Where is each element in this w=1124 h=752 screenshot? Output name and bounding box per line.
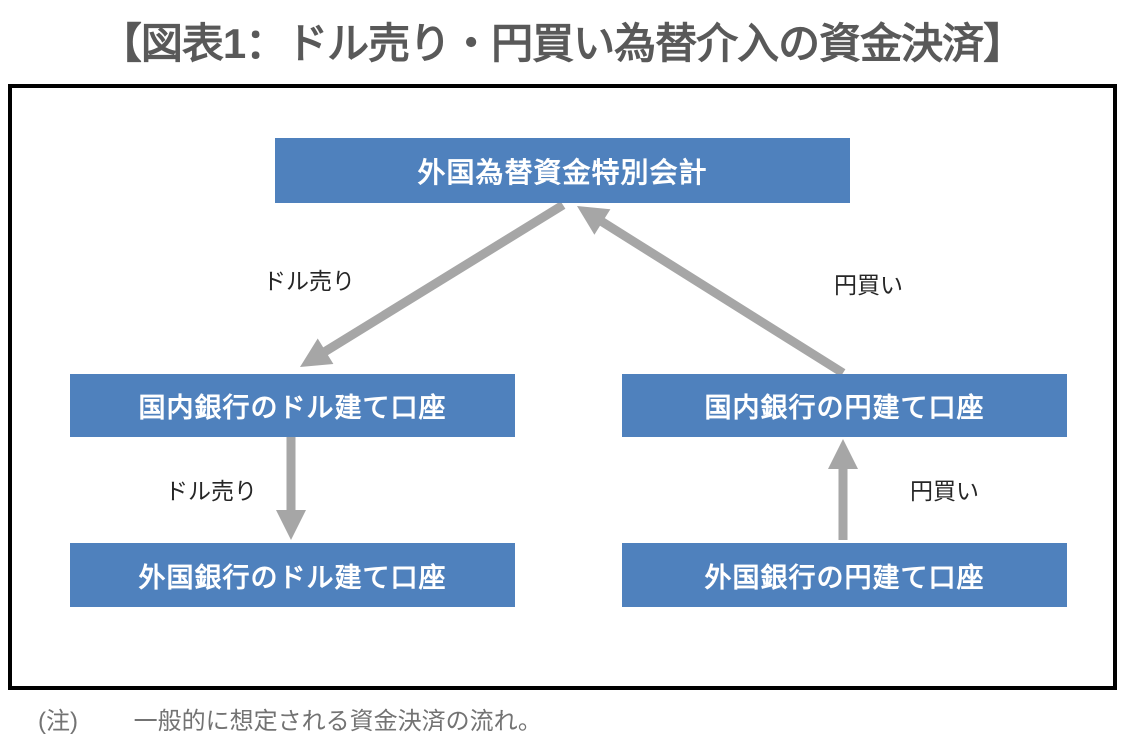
page-title: 【図表1：ドル売り・円買い為替介入の資金決済】 xyxy=(99,20,1025,67)
node-special-account: 外国為替資金特別会計 xyxy=(275,138,850,203)
footnote-label: (注) xyxy=(38,708,78,735)
edge-label-dollar-sell-upper: ドル売り xyxy=(263,268,355,294)
edge-label-yen-buy-lower: 円買い xyxy=(910,478,979,504)
node-foreign-bank-dollar-account: 外国銀行のドル建て口座 xyxy=(70,543,515,607)
node-domestic-bank-dollar-account: 国内銀行のドル建て口座 xyxy=(70,374,515,437)
footnote-text: 一般的に想定される資金決済の流れ。 xyxy=(133,708,542,735)
node-foreign-bank-yen-account: 外国銀行の円建て口座 xyxy=(622,543,1067,607)
node-domestic-bank-yen-account: 国内銀行の円建て口座 xyxy=(622,374,1067,437)
edge-label-yen-buy-upper: 円買い xyxy=(834,272,903,298)
footnote: (注) 一般的に想定される資金決済の流れ。 xyxy=(38,701,542,736)
edge-label-dollar-sell-lower: ドル売り xyxy=(165,478,257,504)
